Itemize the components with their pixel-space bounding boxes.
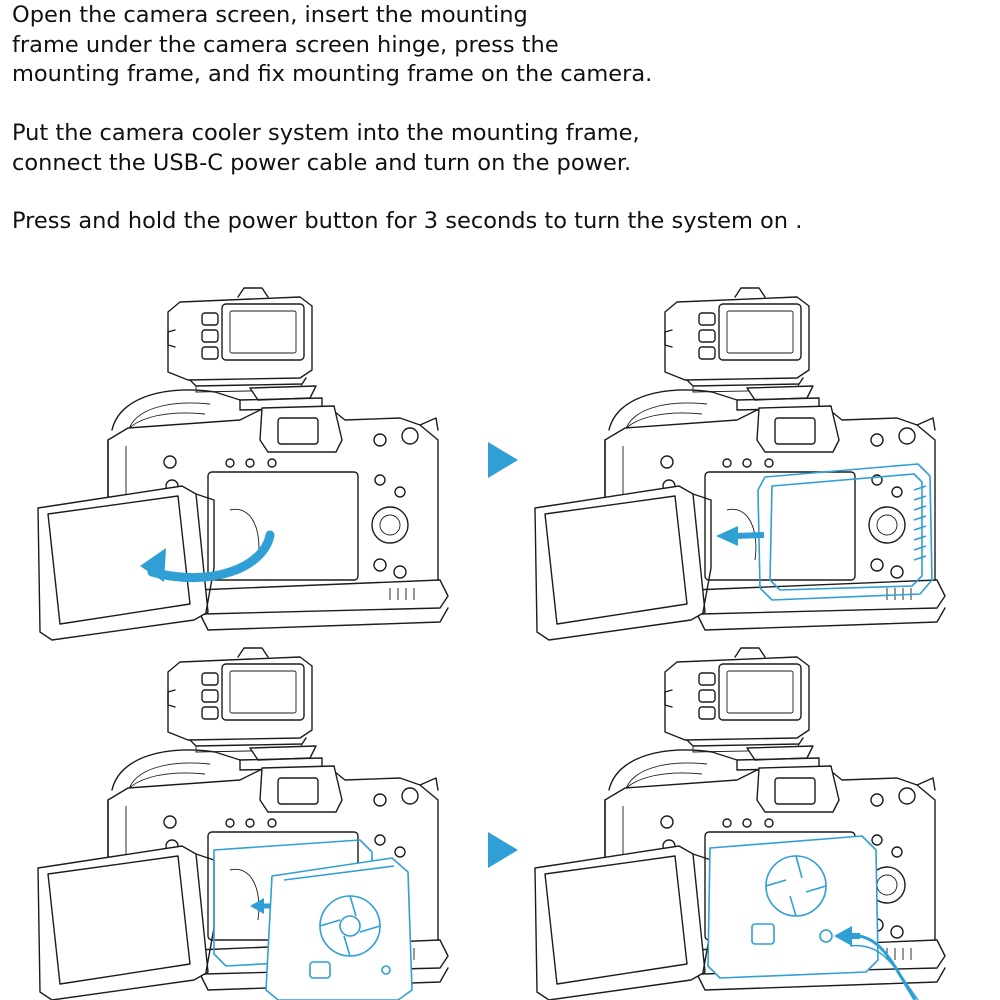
step-3-illustration — [37, 647, 449, 1000]
step-1-text: Open the camera screen, insert the mount… — [12, 1, 652, 90]
flip-arrow-curve — [147, 530, 275, 583]
slide-arrow-head — [250, 898, 264, 914]
step-1-line-2: frame under the camera screen hinge, pre… — [12, 31, 559, 58]
power-button-icon — [751, 923, 775, 945]
step-2-text: Put the camera cooler system into the mo… — [12, 119, 640, 178]
cable-arrow-head — [834, 926, 852, 946]
step-4-illustration — [534, 647, 946, 1000]
next-step-arrow-icon — [488, 442, 518, 478]
step-2-line-1: Put the camera cooler system into the mo… — [12, 120, 640, 146]
step-3-line-1: Press and hold the power button for 3 se… — [12, 208, 803, 234]
step-1-illustration — [37, 287, 449, 641]
next-step-arrow-icon-2 — [488, 832, 518, 868]
step-3-text: Press and hold the power button for 3 se… — [12, 207, 802, 237]
usb-c-port-icon — [819, 929, 833, 943]
flip-arrow-head — [140, 548, 166, 582]
step-1-line-1: Open the camera screen, insert the mount… — [12, 2, 528, 28]
step-1-line-3: mounting frame, and fix mounting frame o… — [12, 61, 653, 87]
step-2-line-2: connect the USB-C power cable and turn o… — [12, 149, 632, 176]
insert-arrow-shaft — [734, 532, 765, 539]
step-2-illustration — [534, 287, 946, 641]
insert-arrow-head — [716, 526, 738, 546]
